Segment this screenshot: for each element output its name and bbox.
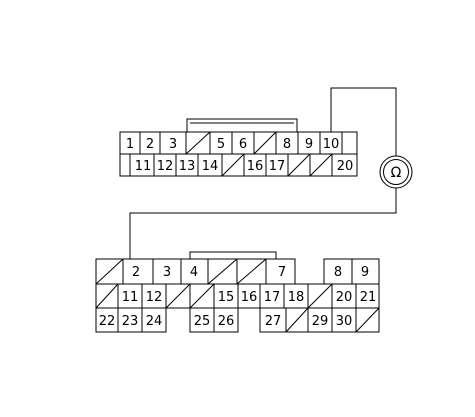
connector-a-pin-label: 1 [126, 137, 134, 152]
connector-a-pin-label: 5 [217, 137, 225, 152]
connector-a-pin-label: 17 [269, 159, 286, 174]
connector-b-cell [141, 307, 167, 333]
connector-a-pin-label: 13 [179, 159, 196, 174]
connector-b-blank-slash [236, 258, 267, 285]
ohm-symbol: Ω [391, 165, 402, 181]
ohmmeter-icon: Ω [379, 155, 413, 189]
connector-b-pin-label: 22 [99, 314, 116, 329]
connector-b-pin-label: 24 [146, 314, 163, 329]
connector-b-row-1: 2 3 4 7 8 9 [95, 258, 380, 285]
probe-wire-upper [330, 87, 397, 156]
connector-a-blank-slash [221, 153, 245, 177]
connector-b-cell [213, 283, 239, 309]
connector-b-cell [152, 258, 182, 285]
connector-b-pin-label: 17 [264, 290, 281, 305]
connector-b-blank-slash [285, 307, 309, 333]
connector-b-blank-slash [165, 283, 191, 309]
connector-b-pin-label: 21 [360, 290, 377, 305]
connector-b-pin-label: 9 [361, 265, 369, 280]
connector-b-pin-label: 25 [194, 314, 211, 329]
connector-b-pin-label: 12 [146, 290, 163, 305]
connector-a-pin-label: 14 [202, 159, 219, 174]
connector-b-pin-label: 15 [218, 290, 235, 305]
connector-b-pin-label: 27 [265, 314, 282, 329]
connector-a-lock-tab [186, 118, 298, 132]
connector-b-pin-label: 2 [132, 265, 140, 280]
connector-a-pin-label: 2 [146, 137, 154, 152]
connector-b-cell [213, 307, 239, 333]
connector-a-pin-label: 10 [323, 137, 340, 152]
connector-a-pin-label: 9 [305, 137, 313, 152]
connector-a-pin-label: 11 [135, 159, 152, 174]
connector-a-row-1: 1 2 3 5 6 8 9 10 [119, 131, 343, 155]
connector-a-blank-slash [287, 153, 311, 177]
connector-b-pin-label: 29 [312, 314, 329, 329]
connector-b-blank-slash [355, 307, 380, 333]
connector-a: 1 2 3 5 6 8 9 10 11 12 [119, 118, 358, 177]
connector-a-blank-slash [309, 153, 333, 177]
connector-b-pin-label: 26 [218, 314, 235, 329]
connector-a-blank-slash [185, 131, 211, 155]
connector-b-pin-label: 4 [190, 265, 198, 280]
connector-a-pin-label: 20 [337, 159, 354, 174]
connector-b-blank-slash [95, 258, 124, 285]
connector-a-row-2: 11 12 13 14 16 17 20 [119, 153, 358, 177]
connector-b-cell [117, 283, 143, 309]
connector-b-pin-label: 16 [241, 290, 258, 305]
connector-b-pin-label: 18 [288, 290, 305, 305]
connector-a-pin-label: 12 [157, 159, 174, 174]
connector-b-pin-label: 7 [278, 265, 286, 280]
connector-b-blank-slash [95, 283, 119, 309]
connector-b-lock-tab [189, 251, 277, 259]
connector-b-pin-label: 20 [336, 290, 353, 305]
connector-b-row-3: 22 23 24 25 26 27 29 30 [95, 307, 380, 333]
connector-a-pin-label: 6 [239, 137, 247, 152]
connector-b-blank-slash [189, 283, 215, 309]
connector-a-blank-slash [253, 131, 277, 155]
connector-b-blank-slash [207, 258, 238, 285]
connector-b-blank-slash [307, 283, 333, 309]
connector-b-cell [117, 307, 143, 333]
connector-b-pin-label: 30 [336, 314, 353, 329]
connector-b-pin-label: 3 [163, 265, 171, 280]
connector-a-cell [119, 153, 131, 177]
connector-b-row-2: 11 12 15 16 17 18 20 21 [95, 283, 380, 309]
ohmmeter-circuit: Ω [129, 87, 413, 259]
connector-a-pin-label: 16 [247, 159, 264, 174]
connector-a-pin-label: 8 [283, 137, 291, 152]
connector-b-pin-label: 8 [334, 265, 342, 280]
probe-wire-lower [129, 188, 397, 259]
connector-b-pin-label: 11 [122, 290, 139, 305]
connector-b-pin-label: 23 [122, 314, 139, 329]
connector-b-cell [307, 307, 333, 333]
connector-a-pin-label: 3 [169, 137, 177, 152]
connector-b: 2 3 4 7 8 9 11 12 [95, 251, 380, 333]
connector-b-cell [259, 307, 287, 333]
connector-a-cell [331, 153, 358, 177]
